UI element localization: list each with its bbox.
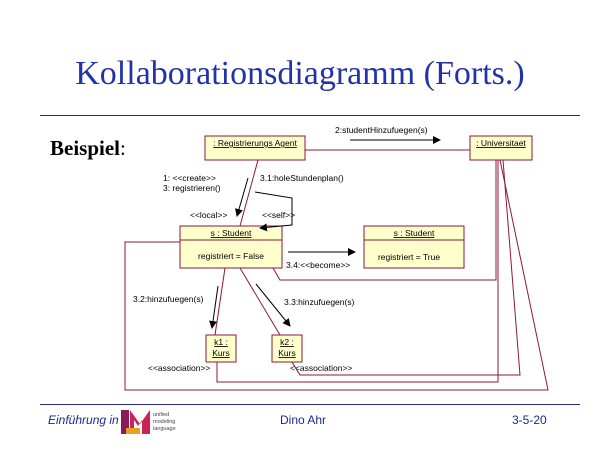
footer-author: Dino Ahr [280, 413, 327, 427]
object-student-right-attribute: registriert = True [378, 252, 440, 262]
object-registrierungs-agent: : Registrierungs Agent [204, 135, 306, 161]
footer-divider [40, 404, 580, 405]
message-arrows [209, 136, 441, 329]
link-universitaet-k1 [216, 160, 499, 383]
uml-logo-icon: unified modeling language [121, 410, 176, 434]
arrow-self [254, 191, 293, 232]
object-universitaet-label: : Universitaet [476, 138, 526, 148]
stereotype-self: <<self>> [262, 210, 295, 220]
object-student-right-label: s : Student [394, 228, 435, 238]
stereotype-association-k1: <<association>> [148, 363, 210, 373]
object-universitaet: : Universitaet [469, 135, 533, 161]
link-universitaet-student [272, 160, 497, 281]
arrow-hinzufuegen-k1 [209, 285, 219, 329]
object-kurs-k2-class: Kurs [278, 348, 295, 358]
arrow-create-registrieren [235, 177, 249, 217]
link-student-k2 [239, 267, 281, 336]
message-registrieren: 3: registrieren() [163, 183, 221, 193]
object-kurs-k1-name: k1 : [214, 337, 228, 347]
object-student-right: s : Student registriert = True [363, 225, 465, 269]
link-universitaet-k2 [291, 159, 521, 376]
link-student-k1 [214, 267, 226, 336]
title-divider [40, 115, 580, 116]
object-kurs-k2-name: k2 : [280, 337, 294, 347]
object-kurs-k1-class: Kurs [212, 348, 229, 358]
example-heading: Beispiel: [50, 136, 126, 161]
object-student-left-attribute: registriert = False [198, 251, 264, 261]
svg-text:unified: unified [153, 412, 169, 418]
message-student-hinzufuegen: 2:studentHinzufuegen(s) [335, 125, 428, 135]
footer-slide-number: 3-5-20 [512, 413, 547, 427]
svg-text:language: language [153, 426, 176, 432]
object-kurs-k1: k1 : Kurs [205, 334, 237, 363]
arrow-hinzufuegen-k2 [255, 283, 291, 327]
link-student-loop [124, 159, 549, 391]
example-heading-colon: : [120, 136, 126, 160]
object-student-left-label: s : Student [211, 228, 252, 238]
object-registrierungs-agent-label: : Registrierungs Agent [213, 138, 297, 148]
footer-course-label: Einführung in [48, 413, 119, 427]
stereotype-local: <<local>> [190, 210, 227, 220]
message-hole-stundenplan: 3.1:holeStundenplan() [260, 173, 344, 183]
message-become: 3.4:<<become>> [286, 260, 350, 270]
object-kurs-k2: k2 : Kurs [271, 334, 303, 363]
slide-title: Kollaborationsdiagramm (Forts.) [75, 55, 525, 92]
svg-text:modeling: modeling [153, 419, 175, 425]
example-heading-text: Beispiel [50, 136, 121, 160]
message-hinzufuegen-k2: 3.3:hinzufuegen(s) [284, 297, 355, 307]
object-student-left: s : Student registriert = False [179, 225, 283, 269]
message-hinzufuegen-k1: 3.2:hinzufuegen(s) [133, 294, 204, 304]
association-links [124, 149, 549, 391]
stereotype-association-k2: <<association>> [290, 363, 352, 373]
message-create: 1: <<create>> [163, 173, 216, 183]
link-agent-student [239, 159, 259, 227]
